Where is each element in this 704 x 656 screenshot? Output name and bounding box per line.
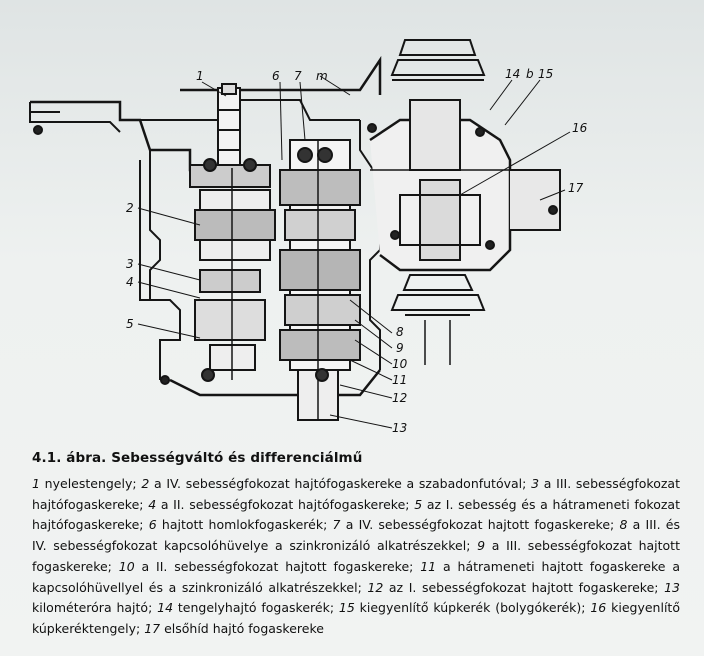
item-number: 12	[367, 579, 384, 595]
item-number: 6	[148, 517, 157, 533]
item-text: a IV. sebességfokozat hajtófogaskereke a…	[149, 476, 532, 491]
callout-label: m	[316, 69, 328, 83]
callout-label: 12	[392, 391, 407, 405]
item-text: a II. sebességfokozat hajtófogaskereke;	[156, 496, 415, 512]
callout-label: b	[526, 67, 534, 81]
callout-label: 3	[126, 257, 134, 271]
callout-label: 15	[538, 67, 553, 81]
callout-label: 11	[392, 373, 407, 387]
item-number: 11	[420, 558, 437, 574]
callout-label: 1	[196, 69, 204, 83]
item-text: a hátrameneti hajtott fogaskereke a kapc…	[32, 558, 680, 595]
item-text: elsőhíd hajtó fogaskereke	[160, 620, 324, 636]
item-text: nyelestengely;	[39, 476, 142, 491]
item-number: 14	[157, 600, 174, 616]
gearbox-figure: 1 2 3 4 5 6 7 m 8 9 10 11 12 13 14 b 15 …	[29, 39, 588, 435]
callout-label: 5	[126, 317, 134, 331]
item-text: a IV. sebességfokozat hajtott fogaskerek…	[340, 517, 620, 533]
item-number: 1	[32, 476, 40, 491]
callout-label: 17	[568, 181, 584, 195]
item-text: a III. sebességfokozat hajtott fogaskere…	[32, 538, 680, 574]
item-number: 13	[664, 579, 680, 595]
caption-body: 1 nyelestengely; 2 a IV. sebességfokozat…	[32, 474, 680, 640]
item-number: 17	[144, 620, 161, 636]
item-text: hajtott homlokfogaskerék;	[156, 517, 333, 533]
item-number: 16	[590, 600, 607, 616]
item-number: 7	[332, 517, 341, 533]
item-number: 8	[619, 517, 628, 533]
callout-label: 8	[396, 325, 404, 339]
item-text: kilométeróra hajtó;	[32, 600, 158, 616]
item-text: az I. sebességfokozat hajtott fogaskerek…	[383, 579, 665, 595]
item-text: az I. sebesség és a hátrameneti fokozat …	[32, 496, 680, 533]
item-text: kiegyenlítő kúpkeréktengely;	[32, 600, 680, 636]
item-number: 15	[338, 600, 355, 616]
item-number: 2	[141, 476, 150, 491]
item-text: a II. sebességfokozat hajtott fogaskerek…	[134, 558, 421, 574]
callout-label: 4	[126, 275, 134, 289]
callout-label: 6	[272, 69, 280, 83]
gearbox-cross-section-drawing: 1 2 3 4 5 6 7 m 8 9 10 11 12 13 14 b 15 …	[29, 39, 588, 435]
item-number: 5	[414, 496, 423, 512]
callout-label: 16	[572, 121, 588, 135]
figure-caption: 4.1. ábra. Sebességváltó és differenciál…	[32, 450, 680, 640]
item-number: 10	[118, 558, 135, 574]
callout-label: 9	[396, 341, 404, 355]
item-number: 9	[477, 538, 486, 554]
caption-title: 4.1. ábra. Sebességváltó és differenciál…	[32, 450, 363, 466]
item-number: 4	[148, 496, 157, 512]
callout-label: 7	[294, 69, 302, 83]
callout-label: 2	[126, 201, 134, 215]
callout-label: 14	[505, 67, 520, 81]
item-text: a III. sebességfokozat hajtófogaskereke;	[32, 476, 680, 512]
callout-label: 10	[392, 357, 408, 371]
item-text: a III. és IV. sebességfokozat kapcsolóhü…	[32, 517, 680, 554]
item-number: 3	[531, 476, 540, 491]
callout-label: 13	[392, 421, 407, 435]
item-text: tengelyhajtó fogaskerék;	[173, 600, 339, 616]
item-text: kiegyenlítő kúpkerék (bolygókerék);	[354, 600, 591, 616]
